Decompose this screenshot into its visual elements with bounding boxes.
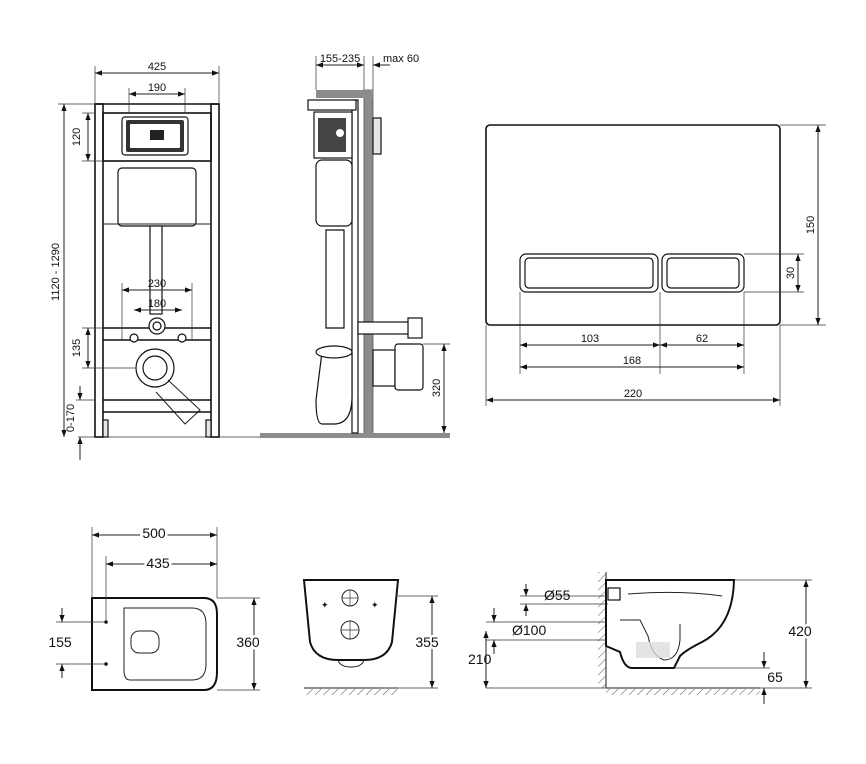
dim-bolt-outer: 230 xyxy=(148,278,166,290)
dim-plate-height: 150 xyxy=(805,216,817,234)
dim-bowl-total-height: 420 xyxy=(788,623,812,639)
svg-text:✦: ✦ xyxy=(321,601,329,611)
dim-outlet-height: 320 xyxy=(431,379,443,397)
dim-outlet-diameter: Ø100 xyxy=(512,622,546,638)
svg-text:✦: ✦ xyxy=(371,601,379,611)
dim-bolt-height: 135 xyxy=(71,339,83,357)
dim-outlet-height: 210 xyxy=(468,651,492,667)
dim-floor-gap: 65 xyxy=(767,669,783,685)
dim-button-left: 103 xyxy=(581,333,599,345)
dim-plate-width: 220 xyxy=(624,388,642,400)
dim-bowl-height-front: 355 xyxy=(415,634,439,650)
dim-button-height: 30 xyxy=(785,267,797,279)
bowl-top-view: 500 435 155 360 xyxy=(48,523,262,691)
frame-front-view: 425 190 120 1120 - 1290 230 180 135 0-17… xyxy=(50,61,260,460)
dim-bowl-hole-distance: 435 xyxy=(146,555,170,571)
dim-leg-height: 0-170 xyxy=(65,404,77,432)
dim-bowl-hole-spacing: 155 xyxy=(48,634,72,650)
dim-bolt-inner: 180 xyxy=(148,298,166,310)
dim-inlet-diameter: Ø55 xyxy=(544,587,571,603)
dim-frame-depth: 155-235 xyxy=(320,53,360,65)
dim-frame-height: 1120 - 1290 xyxy=(50,243,62,301)
dim-top-height: 120 xyxy=(71,128,83,146)
dim-bowl-width: 360 xyxy=(236,634,260,650)
dim-button-right: 62 xyxy=(696,333,708,345)
bowl-front-view: ✦ ✦ 355 xyxy=(302,579,441,695)
frame-side-view: 155-235 max 60 320 xyxy=(260,53,450,438)
flush-plate-view: 150 30 103 62 168 220 xyxy=(485,124,826,406)
dim-plate-width: 190 xyxy=(148,82,166,94)
dim-buttons-total: 168 xyxy=(623,355,641,367)
dim-bowl-length: 500 xyxy=(142,525,166,541)
dim-frame-width: 425 xyxy=(148,61,166,73)
dim-max-offset: max 60 xyxy=(383,53,419,65)
bowl-side-view: Ø55 Ø100 210 420 65 xyxy=(468,572,814,704)
